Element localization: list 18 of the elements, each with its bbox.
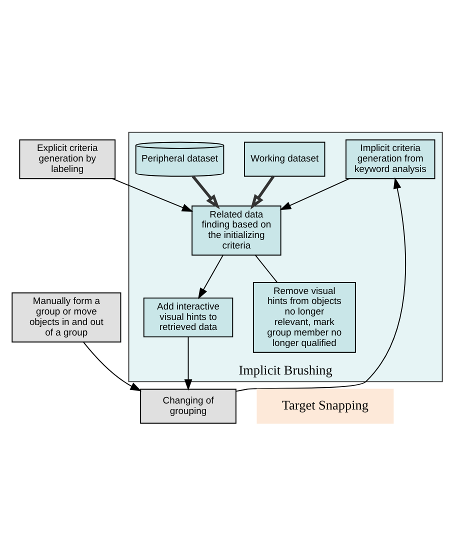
arrow — [192, 175, 220, 210]
arrow — [82, 342, 142, 392]
node-box: Changing of grouping — [140, 388, 236, 424]
node-box: Manually form a group or move objects in and out of a group — [12, 292, 122, 342]
node-box: Implicit criteria generation from keyword analysis — [346, 139, 436, 180]
arrow — [236, 177, 406, 392]
node-box: Explicit criteria generation by labeling — [19, 139, 116, 180]
arrow — [198, 254, 224, 300]
node-box: Target Snapping — [256, 388, 394, 424]
arrow — [184, 336, 192, 391]
node-box: Related data finding based on the initializing criteria — [192, 206, 282, 256]
arrow — [250, 175, 275, 210]
node-box: Remove visual hints from objects no longer relevant, mark group member no longer qualified — [252, 282, 356, 353]
node-box: Add interactive visual hints to retrieved data — [143, 298, 234, 338]
node-box: Working dataset — [244, 142, 326, 177]
connector — [254, 254, 278, 283]
arrow — [280, 178, 350, 210]
arrow — [112, 178, 194, 212]
